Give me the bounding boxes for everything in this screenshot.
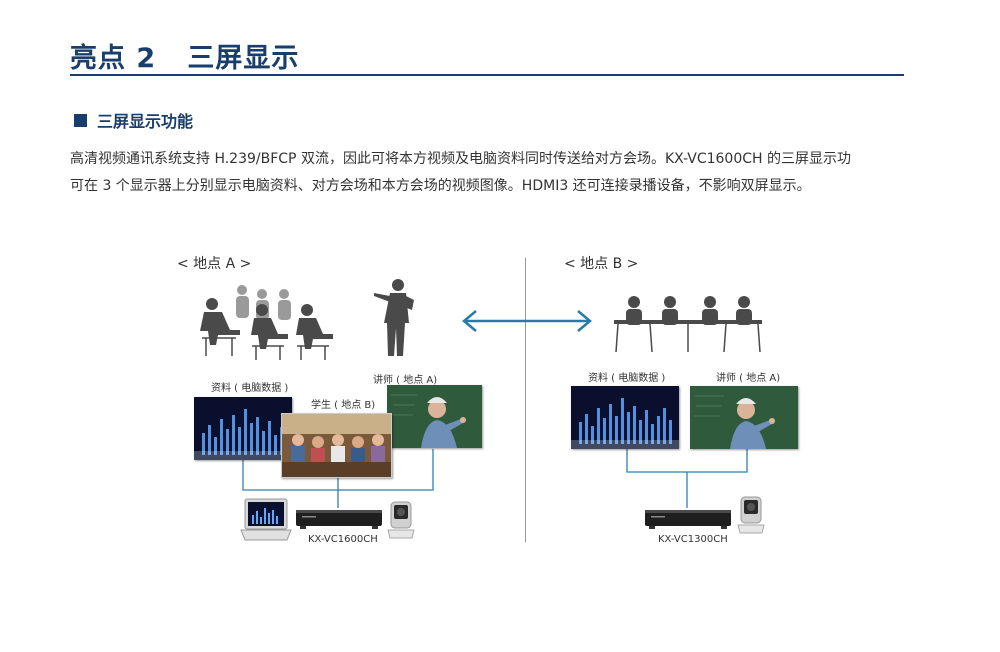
caption-students-a: 学生 ( 地点 B) <box>311 396 375 411</box>
laptop-icon <box>239 497 293 543</box>
device-name-a: KX-VC1600CH <box>308 534 378 545</box>
caption-data-b: 资料 ( 电脑数据 ) <box>588 369 665 384</box>
caption-lecturer-b: 讲师 ( 地点 A) <box>716 369 780 384</box>
data-screen-b <box>571 386 679 449</box>
codec-device-icon <box>645 508 731 530</box>
lecturer-screen-a <box>387 385 482 448</box>
data-screen-a <box>194 397 292 460</box>
audience-silhouette-icon <box>192 280 342 362</box>
camera-icon <box>386 500 416 540</box>
camera-icon <box>736 495 766 535</box>
audience-silhouette-icon <box>612 294 764 354</box>
caption-lecturer-a: 讲师 ( 地点 A) <box>373 371 437 386</box>
students-screen-a <box>281 413 392 478</box>
codec-device-icon <box>296 508 382 530</box>
lecturer-silhouette-icon <box>372 278 420 358</box>
device-name-b: KX-VC1300CH <box>658 534 728 545</box>
lecturer-screen-b <box>690 386 798 449</box>
two-way-arrow-icon <box>460 308 594 334</box>
caption-data-a: 资料 ( 电脑数据 ) <box>211 379 288 394</box>
